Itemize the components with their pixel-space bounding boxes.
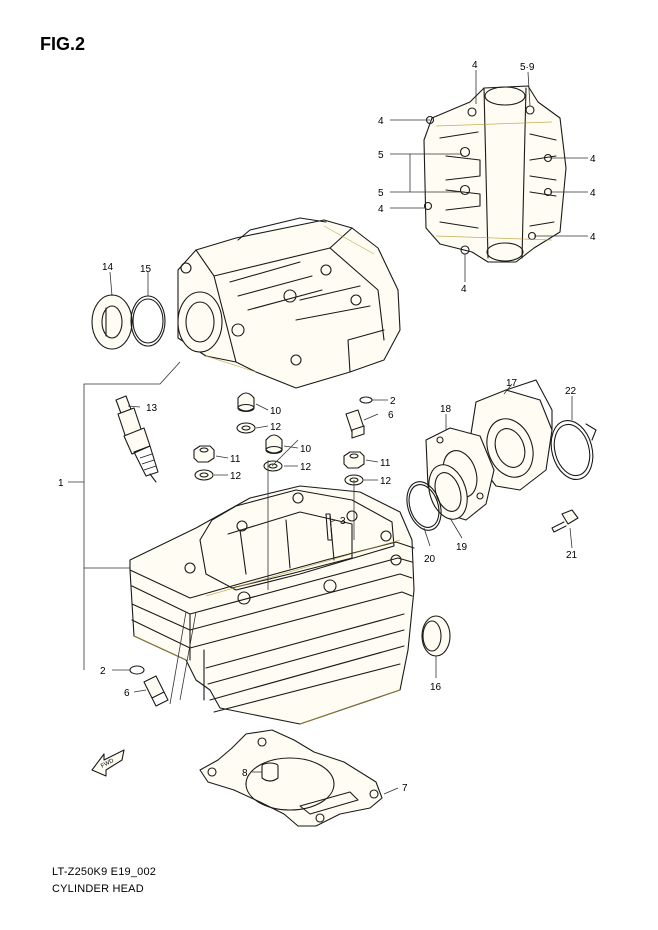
callout-21: 21: [566, 550, 578, 561]
washer-12a: [236, 422, 256, 434]
o-ring-2b: [129, 665, 145, 675]
callout-4: 4: [590, 232, 596, 243]
callout-12: 12: [270, 422, 282, 433]
fwd-arrow-icon: FWD: [91, 749, 125, 777]
o-ring-20: [406, 481, 442, 531]
spark-plug: [115, 395, 159, 483]
callout-8: 8: [242, 768, 248, 779]
callout-6: 6: [388, 410, 394, 421]
callout-19: 19: [456, 542, 468, 553]
callout-4: 4: [378, 204, 384, 215]
washer-12b: [263, 460, 283, 472]
diagram-code: LT-Z250K9 E19_002: [52, 866, 157, 878]
callout-5: 5: [378, 150, 384, 161]
callout-12: 12: [380, 476, 392, 487]
plug-seal-14: [91, 294, 133, 350]
nut-11a: [193, 445, 215, 463]
o-ring-15: [130, 295, 166, 347]
callout-14: 14: [102, 262, 114, 273]
callout-1: 1: [58, 478, 64, 489]
callout-11: 11: [380, 458, 391, 469]
callout-12: 12: [300, 462, 312, 473]
bolt-21: [551, 509, 579, 533]
callout-15: 15: [140, 264, 152, 275]
dowel-pin-6a: [345, 409, 365, 439]
nut-11b: [343, 451, 365, 469]
cap-nut-10a: [237, 392, 255, 413]
head-cover-underside: [423, 85, 567, 263]
callout-4: 4: [590, 188, 596, 199]
callout-7: 7: [402, 783, 408, 794]
callout-5-9: 5·9: [520, 62, 535, 73]
callout-17: 17: [506, 378, 518, 389]
callout-4: 4: [461, 284, 467, 295]
callout-22: 22: [565, 386, 577, 397]
cap-nut-10b: [265, 434, 283, 455]
callout-labels: 4 5·9 4 5 5 4 4 4 4 4 14 15 13 10 12 10 …: [58, 60, 596, 794]
head-cover: [177, 217, 401, 389]
dowel-pin-6b: [143, 675, 169, 707]
callout-13: 13: [146, 403, 158, 414]
leader-lines: [68, 70, 588, 795]
callout-10: 10: [270, 406, 282, 417]
callout-6: 6: [124, 688, 130, 699]
dowel-pin-8: [261, 762, 279, 782]
o-ring-2a: [359, 396, 373, 404]
callout-16: 16: [430, 682, 442, 693]
callout-4: 4: [590, 154, 596, 165]
plug-16: [421, 615, 451, 657]
callout-18: 18: [440, 404, 452, 415]
callout-3: 3: [340, 516, 346, 527]
cylinder-head: [129, 485, 415, 725]
callout-2: 2: [390, 396, 396, 407]
callout-10: 10: [300, 444, 312, 455]
clamp-22: [550, 420, 597, 480]
callout-11: 11: [230, 454, 241, 465]
callout-12: 12: [230, 471, 242, 482]
callout-4: 4: [378, 116, 384, 127]
callout-20: 20: [424, 554, 436, 565]
figure-title: FIG.2: [40, 34, 86, 54]
callout-2: 2: [100, 666, 106, 677]
cylinder-gasket: [199, 729, 383, 827]
diagram-name: CYLINDER HEAD: [52, 883, 144, 895]
callout-4: 4: [472, 60, 478, 71]
callout-5: 5: [378, 188, 384, 199]
washer-12c: [194, 469, 214, 481]
